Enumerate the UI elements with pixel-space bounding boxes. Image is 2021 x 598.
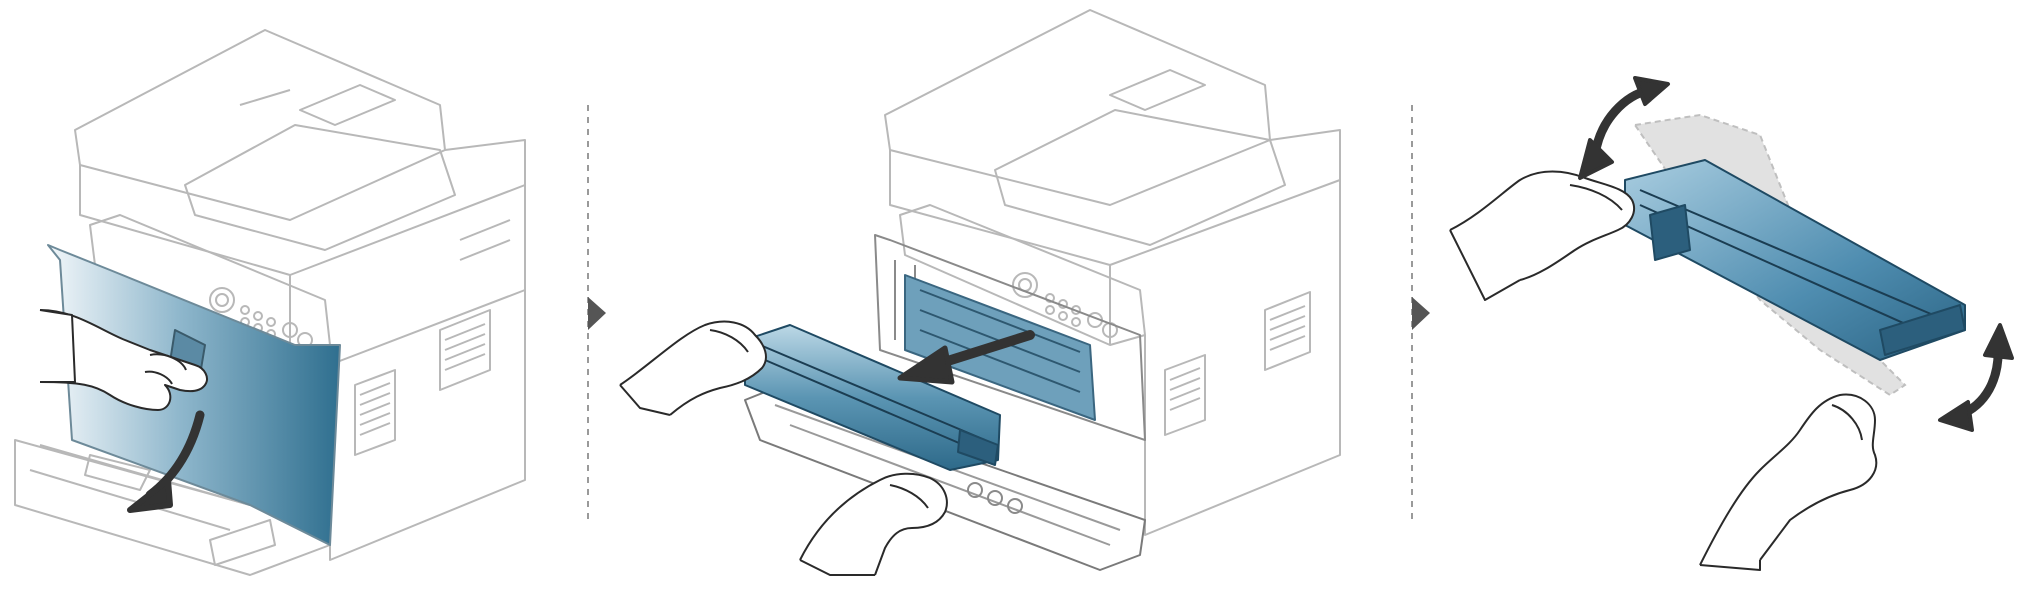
hands-panel-3 [1449, 170, 1878, 571]
printer-1-adf-tray [184, 124, 456, 251]
printer-2-interior [874, 234, 1146, 441]
arrow-shake-lower-head-b [1938, 400, 1974, 432]
printer-2-adf-tray [994, 109, 1286, 246]
panel-1-open-front-cover [14, 29, 526, 576]
printer-1-adf-guide [299, 84, 396, 126]
triangle-right-icon [1412, 297, 1430, 330]
printer-2-keypad [1045, 293, 1118, 338]
arrow-shake-upper-head-a [1578, 138, 1614, 180]
printer-1-side-vents [354, 309, 491, 456]
arrow-shake-upper-head-b [1633, 76, 1670, 106]
toner-cartridge-shake [1624, 159, 1966, 361]
printer-1-adf-lid [74, 29, 446, 221]
front-cover-open [47, 244, 341, 546]
arrow-pull-out [897, 330, 1035, 385]
arrow-open-cover [127, 410, 205, 513]
hands-panel-2 [619, 320, 948, 576]
printer-2-side-vents [1164, 291, 1311, 436]
arrow-shake-lower-head-a [1983, 323, 2014, 360]
toner-cartridge-pulled [744, 324, 1001, 471]
printer-2-scanner-body [889, 129, 1341, 266]
printer-2-adf-lid [884, 9, 1271, 206]
printer-1-main-body [289, 185, 526, 381]
panel-2-pull-out-toner [744, 9, 1341, 571]
printer-1-scanner-body [79, 139, 526, 276]
triangle-right-icon [588, 297, 606, 330]
printer-1-dial [209, 287, 235, 313]
hand-panel-1 [39, 309, 208, 411]
